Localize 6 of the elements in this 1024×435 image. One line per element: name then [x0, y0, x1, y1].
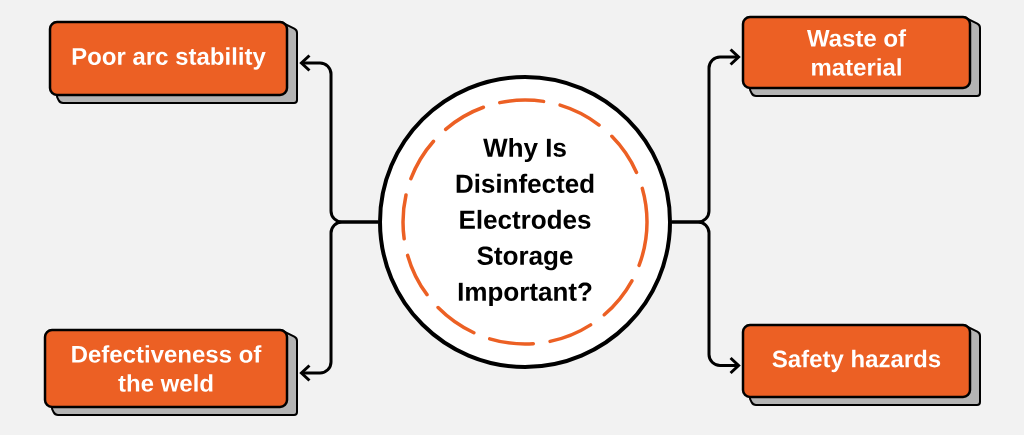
cause-box: Defectiveness of the weld	[43, 328, 298, 416]
cause-box: Poor arc stability	[48, 20, 298, 104]
arrow	[672, 220, 741, 375]
arrow	[299, 220, 378, 382]
cause-box: Safety hazards	[741, 323, 981, 406]
cause-box: Waste of material	[741, 15, 981, 97]
